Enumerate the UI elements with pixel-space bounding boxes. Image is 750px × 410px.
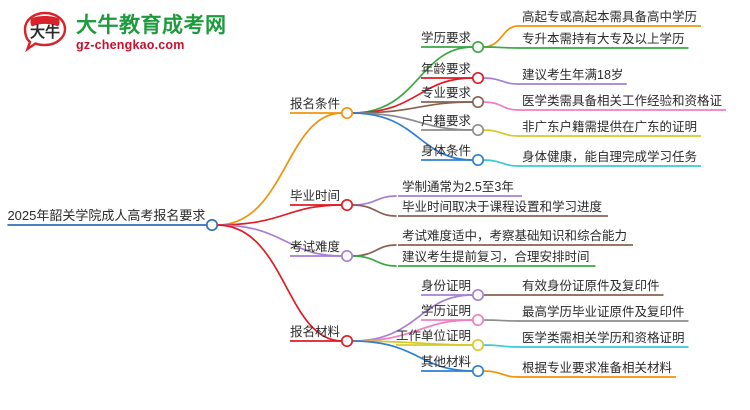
- mindmap-child-node-3-0[interactable]: [471, 288, 485, 302]
- mindmap-leaf-label-0-0-0[interactable]: 高起专或高起本需具备高中学历: [522, 9, 697, 24]
- mindmap-branch-label-1[interactable]: 毕业时间: [290, 189, 340, 203]
- mindmap-leaf-label-2-1[interactable]: 建议考生提前复习，合理安排时间: [402, 249, 590, 264]
- mindmap-child-node-0-0[interactable]: [471, 40, 485, 54]
- mindmap-child-label-3-2[interactable]: 工作单位证明: [396, 328, 471, 343]
- mindmap-child-label-0-4[interactable]: 身体条件: [421, 143, 471, 158]
- mindmap-leaf-label-1-0[interactable]: 学制通常为2.5至3年: [402, 179, 514, 194]
- mindmap-child-label-3-3[interactable]: 其他材料: [421, 355, 472, 369]
- mindmap-child-label-0-3[interactable]: 户籍要求: [421, 113, 472, 128]
- mindmap-child-node-0-1[interactable]: [471, 71, 485, 85]
- mindmap-leaf-label-0-3-0[interactable]: 非广东户籍需提供在广东的证明: [522, 119, 697, 134]
- mindmap-branch-label-3[interactable]: 报名材料: [290, 324, 341, 339]
- mindmap-child-label-3-0[interactable]: 身份证明: [421, 278, 471, 293]
- logo-text-block: 大牛教育成考网 gz-chengkao.com: [76, 15, 227, 52]
- svg-text:大牛: 大牛: [30, 23, 60, 41]
- mindmap-branch-node-0[interactable]: [340, 106, 354, 120]
- mindmap-nodes: [205, 40, 485, 378]
- mindmap-branch-node-3[interactable]: [340, 334, 354, 348]
- mindmap-child-label-0-0[interactable]: 学历要求: [421, 30, 472, 45]
- mindmap-leaf-label-0-2-0[interactable]: 医学类需具备相关工作经验和资格证: [522, 93, 723, 108]
- mindmap-child-node-0-4[interactable]: [471, 153, 485, 167]
- mindmap-leaf-label-0-0-1[interactable]: 专升本需持有大专及以上学历: [522, 31, 685, 46]
- mindmap-branch-label-2[interactable]: 考试难度: [290, 239, 341, 254]
- mindmap-root-label[interactable]: 2025年韶关学院成人高考报名要求: [7, 208, 205, 223]
- mindmap-leaf-label-1-1[interactable]: 毕业时间取决于课程设置和学习进度: [402, 199, 603, 214]
- mindmap-leaf-label-2-0[interactable]: 考试难度适中，考察基础知识和综合能力: [402, 228, 627, 243]
- mindmap-branch-node-2[interactable]: [340, 249, 354, 263]
- mindmap-leaf-label-3-2-0[interactable]: 医学类需相关学历和资格证明: [522, 330, 685, 345]
- mindmap-child-label-0-2[interactable]: 专业要求: [421, 85, 472, 100]
- mindmap-branch-node-1[interactable]: [340, 198, 354, 212]
- mindmap-labels: 2025年韶关学院成人高考报名要求报名条件学历要求高起专或高起本需具备高中学历专…: [7, 9, 722, 375]
- mindmap-child-node-3-2[interactable]: [471, 338, 485, 352]
- mindmap-root-node[interactable]: [205, 218, 219, 232]
- mindmap-child-node-3-3[interactable]: [471, 364, 485, 378]
- mindmap-underlines: [7, 25, 726, 378]
- mindmap-edges: [216, 25, 519, 378]
- mindmap-child-node-0-2[interactable]: [471, 95, 485, 109]
- mindmap-leaf-label-3-0-0[interactable]: 有效身份证原件及复印件: [522, 278, 660, 293]
- site-logo: 大牛 大牛教育成考网 gz-chengkao.com: [22, 8, 232, 58]
- logo-subtitle: gz-chengkao.com: [76, 37, 185, 52]
- mindmap-leaf-label-3-3-0[interactable]: 根据专业要求准备相关材料: [522, 360, 673, 375]
- mindmap-child-node-0-3[interactable]: [471, 123, 485, 137]
- logo-title: 大牛教育成考网: [76, 13, 227, 37]
- mindmap-leaf-label-3-1-0[interactable]: 最高学历毕业证原件及复印件: [522, 304, 685, 319]
- mindmap-child-label-0-1[interactable]: 年龄要求: [421, 62, 472, 76]
- mindmap-branch-label-0[interactable]: 报名条件: [290, 96, 340, 111]
- mindmap-leaf-label-0-1-0[interactable]: 建议考生年满18岁: [522, 67, 623, 82]
- daniu-speech-bubble-logo: 大牛: [22, 11, 68, 55]
- mindmap-child-label-3-1[interactable]: 学历证明: [421, 303, 471, 318]
- mindmap-child-node-3-1[interactable]: [471, 313, 485, 327]
- mindmap-leaf-label-0-4-0[interactable]: 身体健康，能自理完成学习任务: [522, 149, 697, 164]
